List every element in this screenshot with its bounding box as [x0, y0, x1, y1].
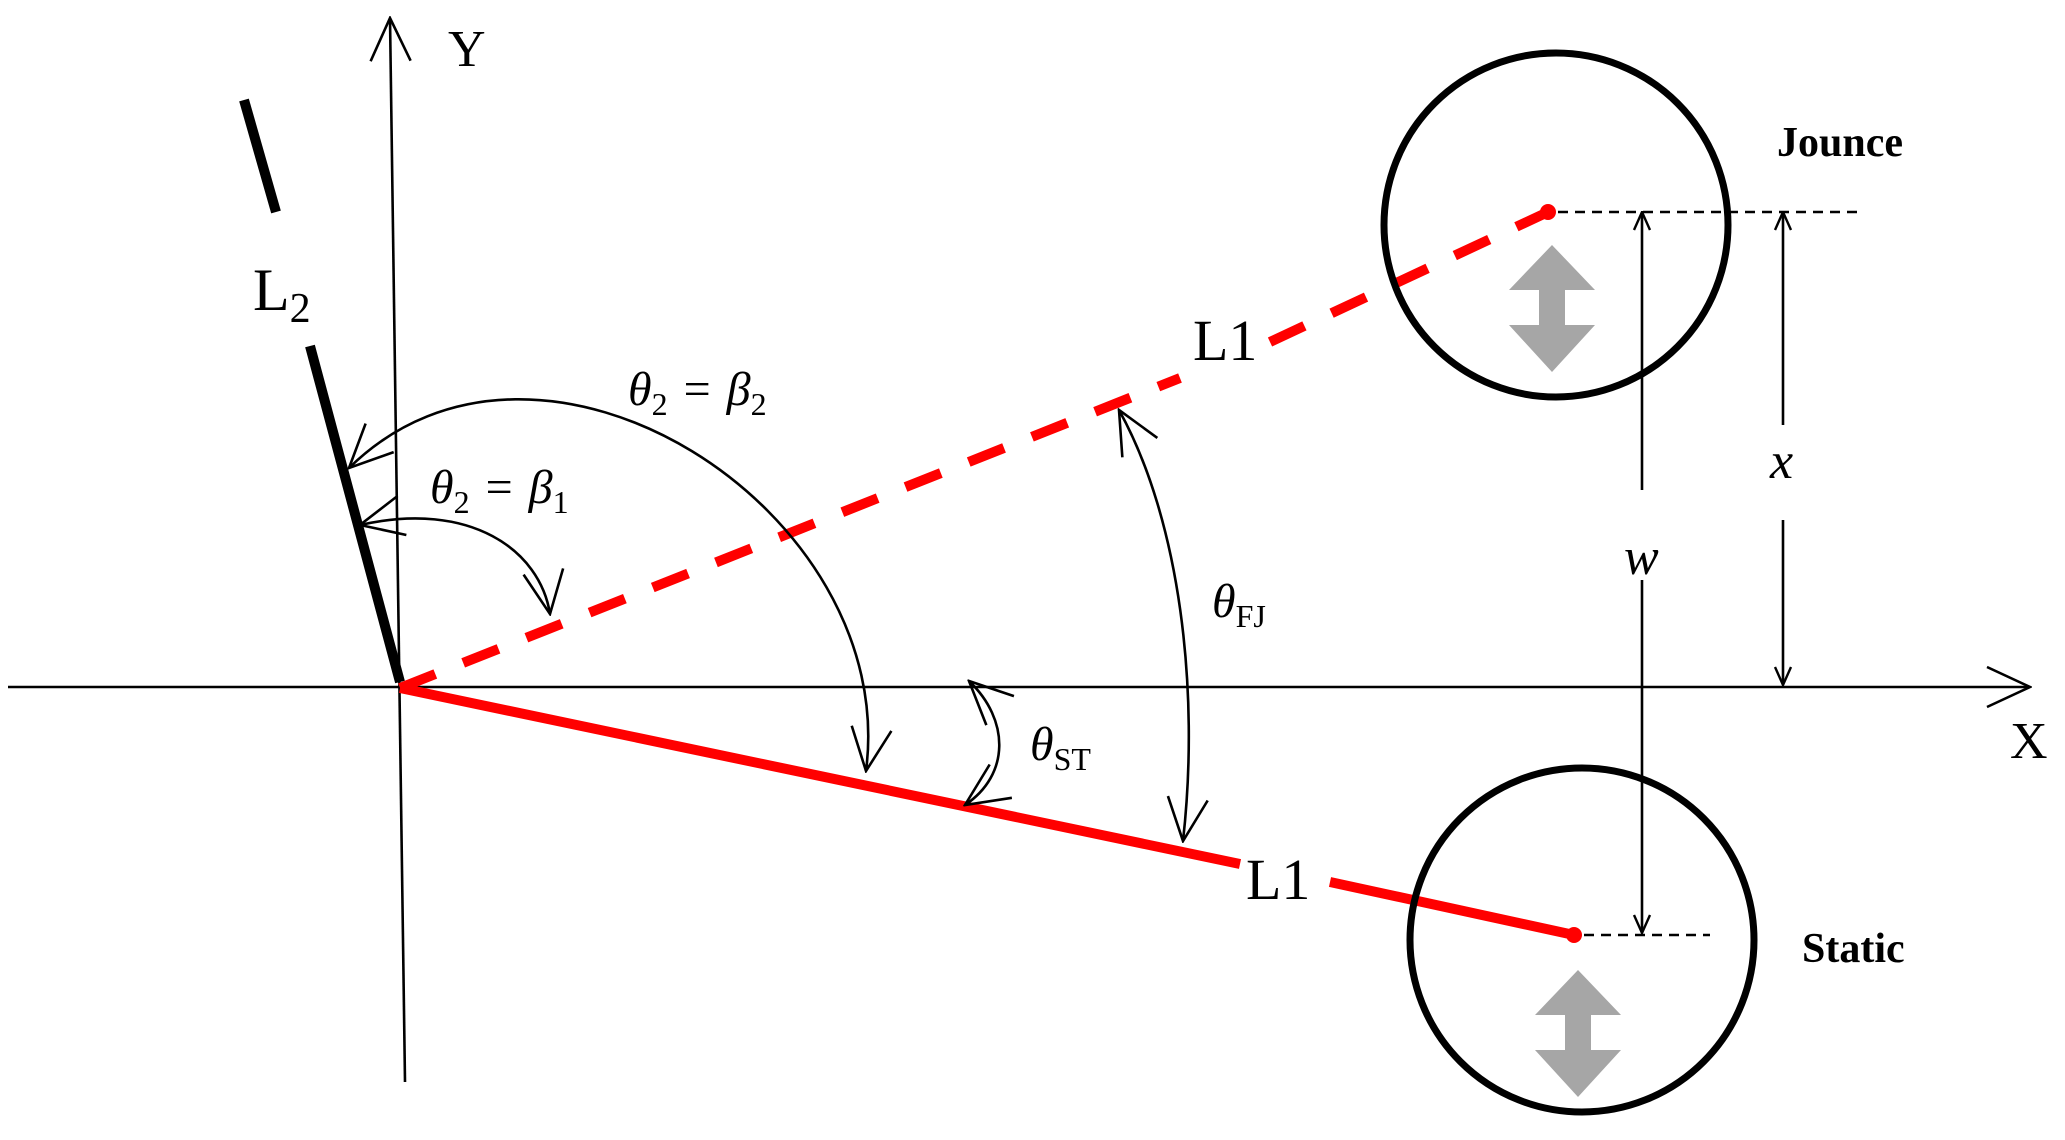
static-wheel [1406, 764, 1758, 1116]
l1-jounce-label: L1 [1193, 308, 1257, 373]
theta-fj-sub: FJ [1236, 598, 1266, 634]
link-l1-jounce [398, 373, 1182, 693]
angle-arc-theta-st [965, 681, 999, 805]
link-l2-upper [239, 98, 281, 214]
theta2-beta1-eq: = [486, 461, 513, 514]
theta-fj-label: θFJ [1212, 575, 1266, 634]
dimension-x-label: x [1769, 433, 1793, 490]
link-l2-lower [305, 344, 405, 684]
theta2-beta1-beta-sub: 1 [553, 484, 569, 520]
link-l1-jounce-outer [1267, 207, 1551, 347]
link-l2-label: L2 [253, 257, 311, 332]
theta-st-theta: θ [1030, 718, 1054, 771]
static-label: Static [1802, 926, 1905, 972]
jounce-motion-arrow-icon [1509, 245, 1595, 372]
theta2-beta2-label: θ2=β2 [628, 363, 767, 422]
link-l1-static-outer [1328, 877, 1576, 940]
x-axis-label: X [2010, 713, 2048, 770]
l1-static-label: L1 [1246, 847, 1310, 912]
theta2-beta2-eq: = [684, 363, 711, 416]
theta2-beta1-theta-sub: 2 [454, 484, 470, 520]
jounce-label: Jounce [1777, 120, 1903, 166]
l2-letter: L [253, 257, 290, 323]
angle-arc-theta-fj [1119, 410, 1189, 841]
theta2-beta1-label: θ2 = β1 [430, 461, 569, 520]
theta2-beta2-beta: β [726, 363, 751, 416]
theta2-beta2-beta-sub: 2 [751, 386, 767, 422]
theta-st-label: θST [1030, 718, 1091, 777]
jounce-wheel [1380, 49, 1732, 401]
theta2-beta2-theta: θ [628, 363, 652, 416]
theta2-beta1-beta: β [528, 461, 553, 514]
jounce-pivot-dot [1540, 204, 1556, 220]
y-axis [390, 18, 405, 1083]
link-l1-static-inner [398, 683, 1242, 869]
l2-subscript: 2 [290, 286, 311, 332]
static-pivot-dot [1566, 927, 1582, 943]
theta-fj-theta: θ [1212, 575, 1236, 628]
dimension-w-label: w [1624, 529, 1659, 586]
angle-arc-theta2-beta1 [360, 518, 550, 614]
theta2-beta1-theta: θ [430, 461, 454, 514]
y-axis-label: Y [448, 21, 486, 78]
static-motion-arrow-icon [1535, 970, 1621, 1097]
theta2-beta2-theta-sub: 2 [652, 386, 668, 422]
theta-st-sub: ST [1054, 741, 1092, 777]
angle-arc-theta2-beta2 [349, 398, 868, 771]
